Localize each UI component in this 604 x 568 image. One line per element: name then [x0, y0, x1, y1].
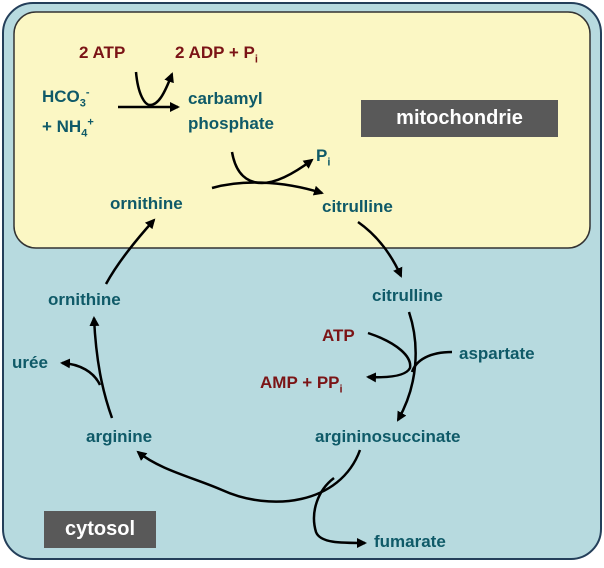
- bicarbonate-charge: -: [85, 86, 90, 99]
- citrulline-mito-label: citrulline: [322, 197, 393, 216]
- aspartate-label: aspartate: [459, 344, 535, 363]
- pi-main: P: [316, 146, 328, 165]
- mitochondria-compartment: [13, 11, 591, 249]
- pi-subscript: i: [327, 156, 331, 169]
- citrulline-cyto-label: citrulline: [372, 286, 443, 305]
- aspartate-input-arrow: [410, 350, 453, 373]
- uree-output-arrow: [60, 358, 102, 386]
- adp-pi-main: 2 ADP + P: [175, 43, 255, 62]
- bicarbonate-subscript: 3: [79, 97, 86, 110]
- atp-to-amp-arrow: [366, 331, 412, 383]
- bicarbonate-main: HCO: [42, 87, 80, 106]
- adp-pi-subscript: i: [254, 53, 258, 66]
- carbamyl-phosphate-line1: carbamyl: [188, 89, 263, 108]
- amp-ppi-label: AMP + PPi: [260, 373, 343, 396]
- ornithine-cyto-label: ornithine: [48, 290, 121, 309]
- fumarate-output-arrow: [312, 477, 367, 548]
- uree-label: urée: [12, 353, 48, 372]
- atp-consumption-arrow: [134, 71, 174, 107]
- argininosuccinate-to-arginine-arrow: [136, 449, 362, 503]
- carbamyl-phosphate-line2: phosphate: [188, 114, 274, 133]
- ornithine-to-citrulline-arrow: [211, 181, 324, 196]
- ornithine-transport-arrow: [104, 218, 156, 285]
- ornithine-mito-label: ornithine: [110, 194, 183, 213]
- ammonium-main: + NH: [42, 117, 82, 136]
- fumarate-label: fumarate: [374, 532, 446, 551]
- atp-cyto-label: ATP: [322, 326, 355, 345]
- argininosuccinate-label: argininosuccinate: [315, 427, 461, 446]
- arginine-label: arginine: [86, 427, 153, 446]
- pi-label: Pi: [316, 146, 331, 169]
- ammonium-subscript: 4: [81, 127, 88, 140]
- amp-ppi-subscript: i: [339, 383, 343, 396]
- adp-pi-label-top: 2 ADP + Pi: [175, 43, 258, 66]
- arginine-to-ornithine-arrow: [89, 316, 114, 419]
- bicarbonate-label: HCO3-: [42, 86, 90, 110]
- ammonium-charge: +: [87, 116, 94, 129]
- cytosol-badge: cytosol: [44, 511, 156, 548]
- citrulline-transport-arrow: [357, 220, 403, 278]
- mitochondrie-badge: mitochondrie: [361, 100, 558, 137]
- ammonium-label: + NH4+: [42, 116, 94, 140]
- amp-ppi-main: AMP + PP: [260, 373, 340, 392]
- atp-label-top: 2 ATP: [79, 43, 126, 62]
